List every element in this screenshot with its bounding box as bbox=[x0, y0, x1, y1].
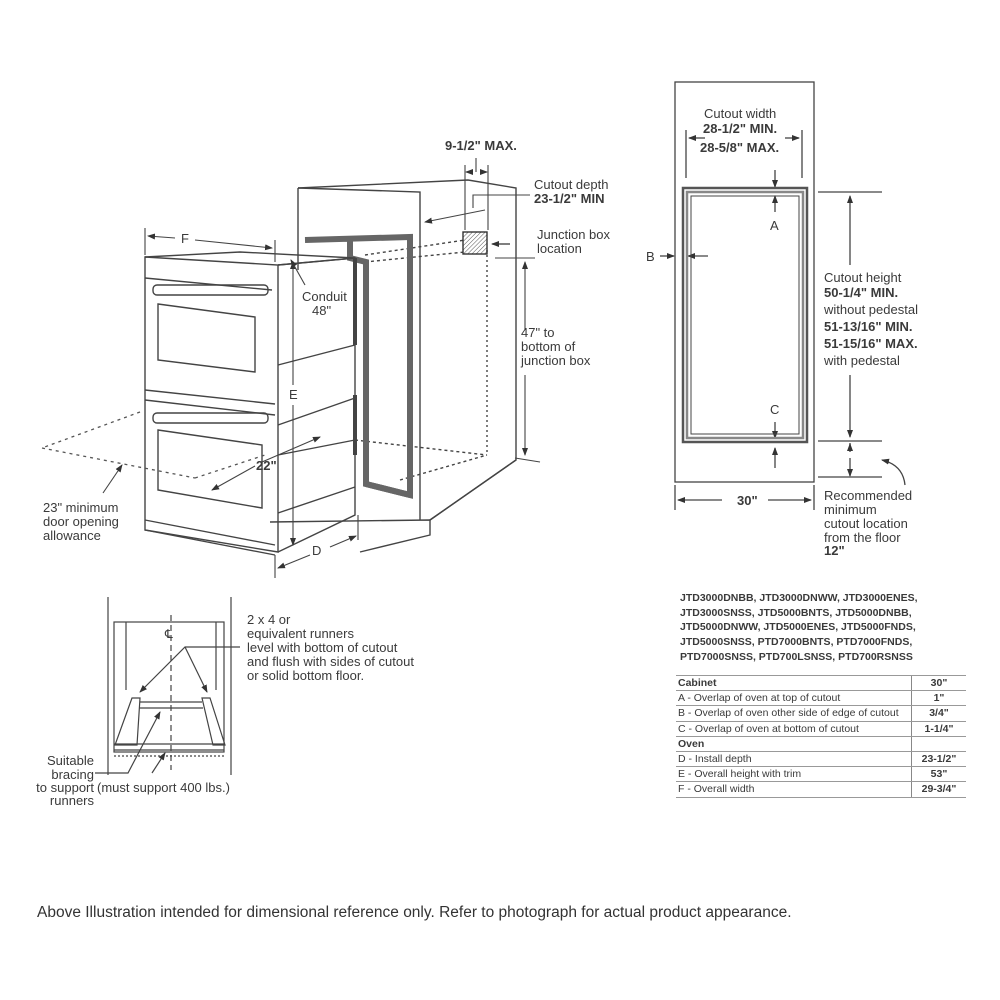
dim-f-label: F bbox=[181, 231, 189, 246]
floor-label-1: Recommended bbox=[824, 488, 913, 503]
depth-max-label: 9-1/2" MAX. bbox=[445, 138, 517, 153]
door-depth-label: 22" bbox=[256, 458, 277, 473]
runners-label-5: or solid bottom floor. bbox=[247, 668, 365, 683]
junction-box-icon bbox=[462, 231, 488, 255]
oven-perspective bbox=[144, 251, 357, 556]
bracing-label-4: runners bbox=[49, 793, 94, 808]
row-label: F - Overall width bbox=[676, 781, 912, 798]
cutout-depth-value: 23-1/2" MIN bbox=[534, 191, 605, 206]
cutout-depth-title: Cutout depth bbox=[534, 177, 609, 192]
row-value: 53" bbox=[911, 766, 966, 783]
with-pedestal-label: with pedestal bbox=[824, 353, 900, 368]
cabinet-front-view bbox=[660, 81, 906, 510]
dim-a-label: A bbox=[770, 218, 779, 233]
dim-e-label: E bbox=[289, 387, 298, 402]
row-value: 1-1/4" bbox=[911, 720, 966, 737]
floor-label-4: from the floor bbox=[824, 530, 901, 545]
floor-value: 12" bbox=[824, 543, 845, 558]
junction-height-label-2: bottom of bbox=[521, 339, 576, 354]
row-label: D - Install depth bbox=[676, 750, 912, 768]
bracing-label-2: bracing bbox=[51, 767, 94, 782]
cutout-width-min: 28-1/2" MIN. bbox=[703, 121, 778, 136]
row-label: E - Overall height with trim bbox=[676, 766, 912, 783]
runners-label-3: level with bottom of cutout bbox=[247, 640, 398, 655]
floor-label-2: minimum bbox=[824, 502, 877, 517]
bracing-label-1: Suitable bbox=[47, 753, 94, 768]
cutout-height-title: Cutout height bbox=[824, 270, 902, 285]
model-line: JTD3000SNSS, JTD5000BNTS, JTD5000DNBB, bbox=[680, 606, 912, 619]
disclaimer-text: Above Illustration intended for dimensio… bbox=[37, 904, 792, 921]
junction-box-label-2: location bbox=[537, 241, 582, 256]
model-line: PTD7000SNSS, PTD700LSNSS, PTD700RSNSS bbox=[680, 650, 913, 663]
junction-height-label-1: 47" to bbox=[521, 325, 555, 340]
row-label: Cabinet bbox=[676, 674, 912, 692]
bracing-label-3: to support bbox=[36, 780, 94, 795]
conduit-value: 48" bbox=[312, 303, 332, 318]
model-line: JTD3000DNBB, JTD3000DNWW, JTD3000ENES, bbox=[680, 592, 918, 604]
row-label: Oven bbox=[676, 735, 912, 752]
row-value bbox=[911, 735, 966, 752]
dim-c-label: C bbox=[770, 402, 780, 417]
dim-b-label: B bbox=[646, 249, 655, 264]
row-label: A - Overlap of oven at top of cutout bbox=[676, 690, 912, 707]
row-label: C - Overlap of oven at bottom of cutout bbox=[676, 720, 912, 737]
row-value: 29-3/4" bbox=[911, 781, 966, 798]
centerline-label: ℄ bbox=[165, 627, 173, 641]
runners-label-1: 2 x 4 or bbox=[247, 612, 291, 627]
cabinet-perspective bbox=[269, 179, 517, 553]
without-pedestal-label: without pedestal bbox=[824, 302, 918, 317]
cutout-frame bbox=[304, 233, 413, 499]
cabinet-width-label: 30" bbox=[737, 493, 758, 508]
row-label: B - Overlap of oven other side of edge o… bbox=[676, 705, 912, 722]
model-line: JTD5000SNSS, PTD7000BNTS, PTD7000FNDS, bbox=[680, 636, 913, 649]
junction-height-label-3: junction box bbox=[521, 353, 591, 368]
row-value: 1" bbox=[911, 690, 966, 707]
cutout-width-title: Cutout width bbox=[704, 106, 777, 121]
junction-box-label-1: Junction box bbox=[537, 227, 610, 242]
support-view bbox=[95, 597, 240, 775]
row-value: 23-1/2" bbox=[911, 750, 966, 768]
cutout-height-min-pedestal: 51-13/16" MIN. bbox=[824, 319, 913, 334]
cutout-height-max-pedestal: 51-15/16" MAX. bbox=[824, 336, 918, 351]
dim-d-label: D bbox=[312, 543, 322, 558]
runners-label-4: and flush with sides of cutout bbox=[247, 654, 414, 669]
support-weight-label: (must support 400 lbs.) bbox=[97, 780, 230, 795]
cutout-height-min: 50-1/4" MIN. bbox=[824, 285, 899, 300]
model-list: JTD3000DNBB, JTD3000DNWW, JTD3000ENES, J… bbox=[680, 591, 918, 665]
conduit-title: Conduit bbox=[302, 289, 347, 304]
model-line: JTD5000DNWW, JTD5000ENES, JTD5000FNDS, bbox=[680, 621, 916, 634]
table-row: Oven bbox=[676, 735, 966, 752]
row-value: 30" bbox=[911, 674, 966, 692]
cutout-width-max: 28-5/8" MAX. bbox=[700, 140, 780, 155]
runners-label-2: equivalent runners bbox=[247, 626, 354, 641]
door-allowance-label-1: 23" minimum bbox=[43, 500, 119, 515]
row-value: 3/4" bbox=[911, 705, 966, 722]
table-row: B - Overlap of oven other side of edge o… bbox=[676, 705, 966, 722]
door-allowance-label-3: allowance bbox=[43, 528, 101, 543]
door-allowance-label-2: door opening bbox=[43, 514, 119, 529]
floor-label-3: cutout location bbox=[824, 516, 908, 531]
